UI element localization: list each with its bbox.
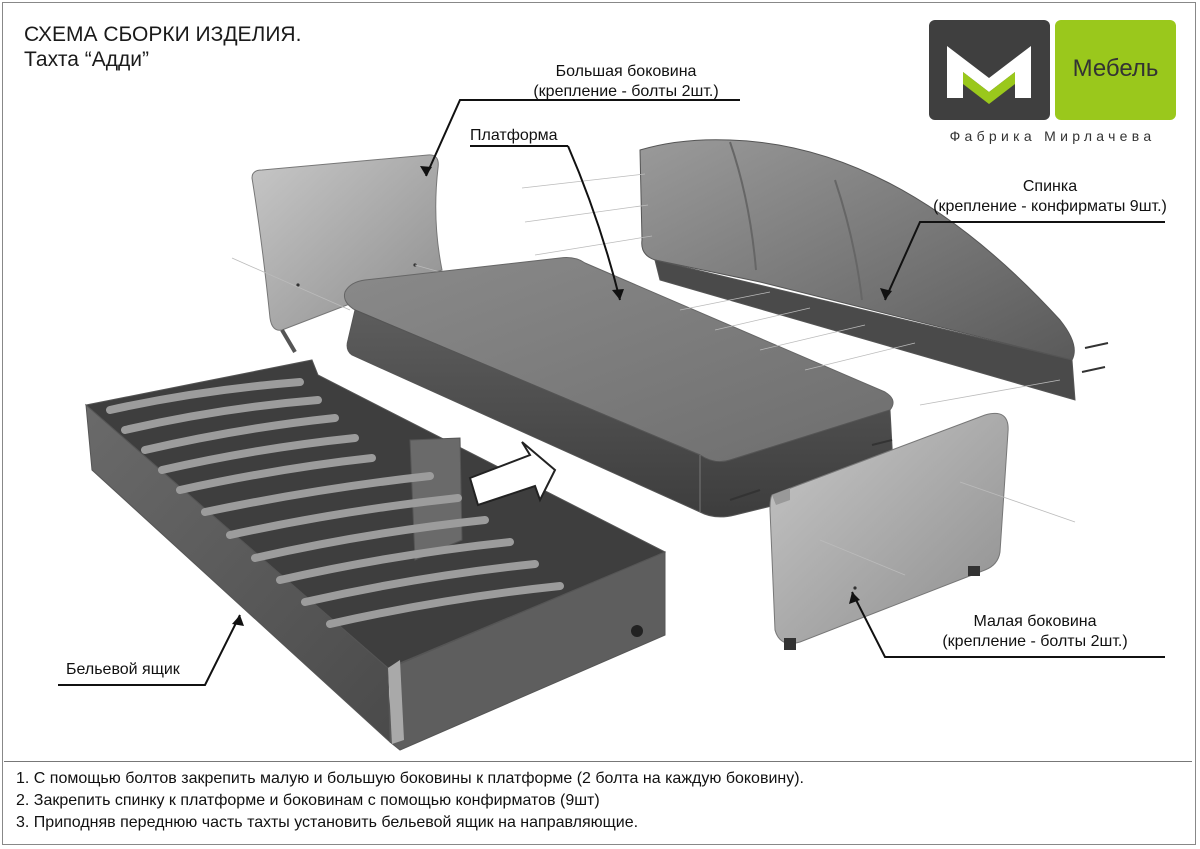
backrest-mount: (крепление - конфирматы 9шт.) — [933, 198, 1167, 215]
platform-label: Платформа — [470, 127, 558, 144]
logo-mark — [929, 20, 1050, 120]
assembly-illustration — [58, 99, 1165, 751]
insert-arrow-icon — [468, 441, 557, 507]
title-line-2: Тахта “Адди” — [24, 48, 149, 71]
callout-lines — [58, 99, 1165, 686]
platform — [344, 257, 894, 518]
logo-m-icon — [947, 46, 1031, 104]
large-side-label: Большая боковина (крепление - болты 2шт.… — [510, 62, 742, 102]
backrest-label: Спинка (крепление - конфирматы 9шт.) — [915, 177, 1185, 217]
backrest — [521, 139, 1109, 406]
large-side-mount: (крепление - болты 2шт.) — [533, 83, 719, 100]
backrest-name: Спинка — [1022, 178, 1078, 195]
logo-green-box — [1055, 20, 1176, 120]
linen-drawer — [84, 359, 667, 751]
instruction-step-3: 3. Приподняв переднюю часть тахты устано… — [16, 814, 639, 831]
page-title: СХЕМА СБОРКИ ИЗДЕЛИЯ. Тахта “Адди” — [24, 22, 301, 72]
callout-arrowheads — [232, 166, 892, 626]
small-side-label: Малая боковина (крепление - болты 2шт.) — [920, 612, 1150, 652]
instruction-step-1: 1. С помощью болтов закрепить малую и бо… — [16, 770, 804, 787]
instruction-step-2: 2. Закрепить спинку к платформе и бокови… — [16, 792, 600, 809]
instructions-box: 1. С помощью болтов закрепить малую и бо… — [4, 761, 1192, 841]
drawer-label: Бельевой ящик — [66, 661, 180, 678]
title-line-1: СХЕМА СБОРКИ ИЗДЕЛИЯ. — [24, 23, 302, 46]
logo-brand: Мебель — [1072, 55, 1159, 82]
small-side-mount: (крепление - болты 2шт.) — [942, 633, 1128, 650]
large-side-name: Большая боковина — [555, 63, 697, 80]
small-side-panel — [729, 412, 1076, 650]
logo-subtitle: Фабрика Мирлачева — [949, 128, 1156, 144]
small-side-name: Малая боковина — [973, 613, 1097, 630]
